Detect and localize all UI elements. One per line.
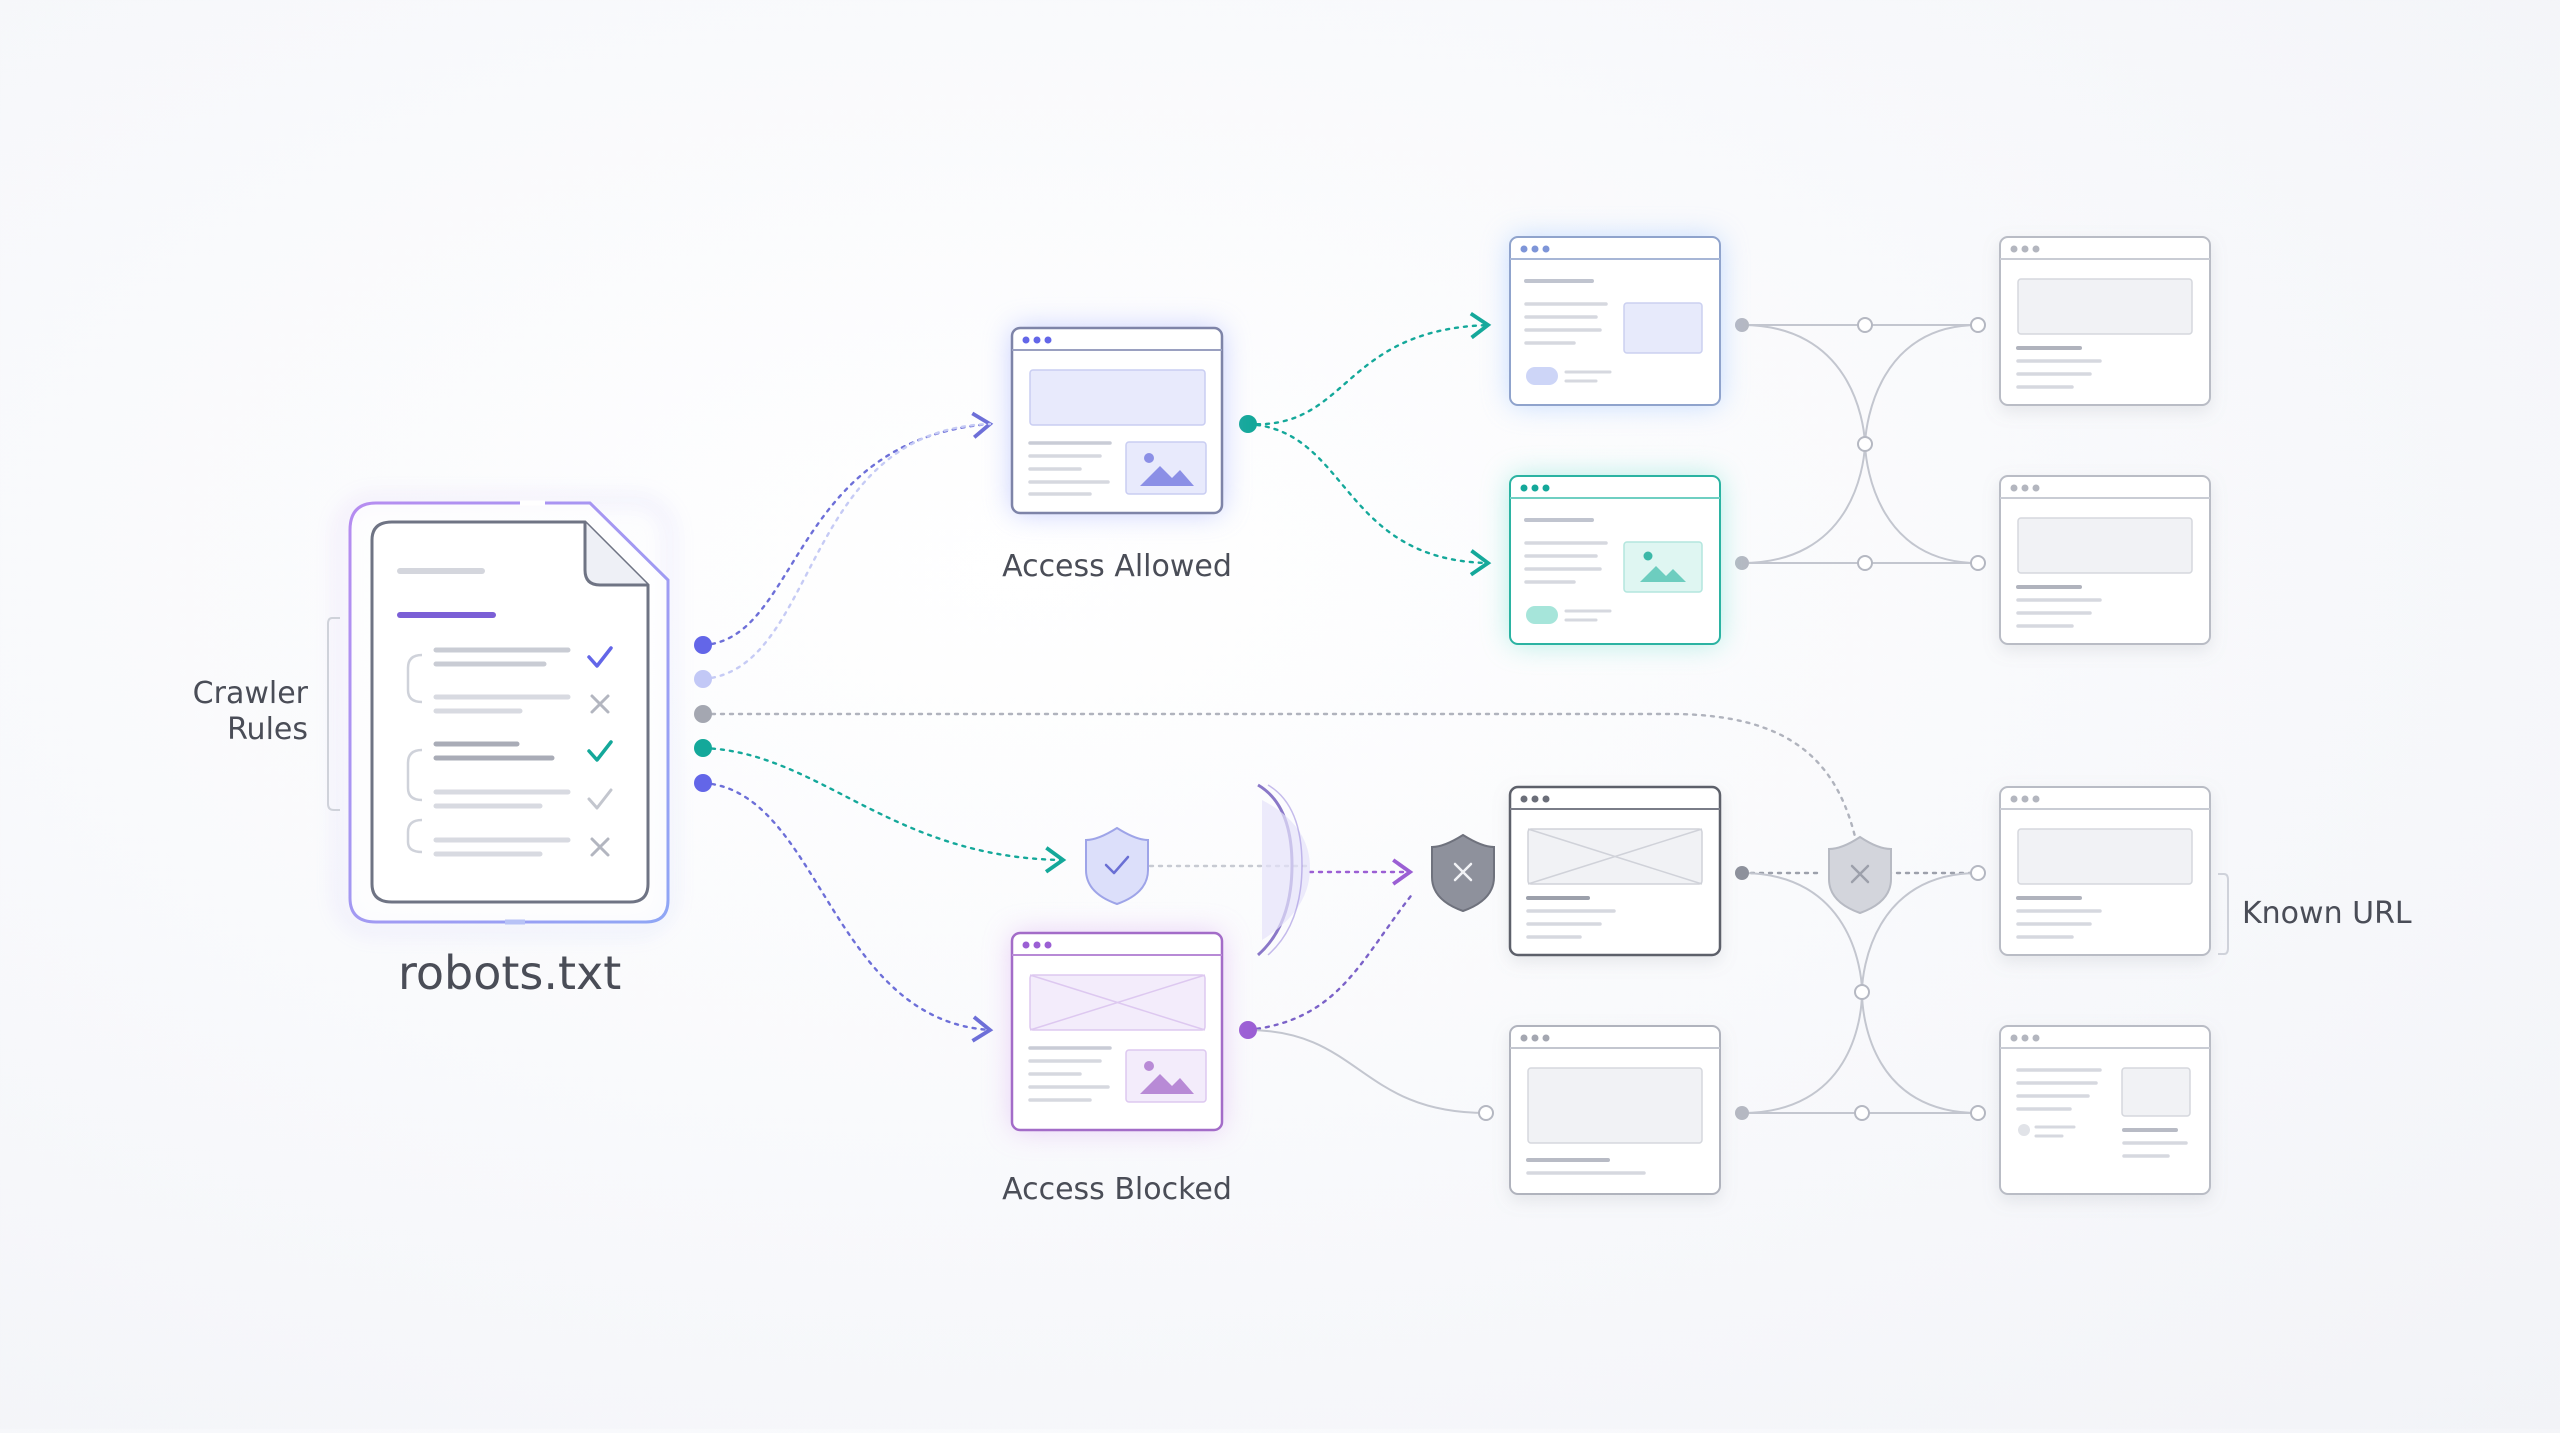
crawled-page-blue (1509, 236, 1721, 406)
rule-row-5 (406, 818, 610, 857)
rule-row-4 (433, 788, 613, 810)
crawler-rules-label-line-2: Rules (227, 712, 308, 747)
network-nodes (1478, 317, 1986, 1121)
access-allowed-label: Access Allowed (1002, 549, 1232, 584)
image-icon (1640, 551, 1686, 582)
known-page-2 (1999, 475, 2211, 645)
linked-page-lower (1509, 1025, 1721, 1195)
crawled-page-teal (1509, 475, 1721, 645)
shield-x-icon (1431, 833, 1495, 913)
check-icon (587, 646, 613, 668)
known-url-label: Known URL (2242, 896, 2412, 931)
known-url-bracket (2218, 873, 2229, 955)
check-icon (587, 788, 613, 810)
rule-row-2 (433, 694, 610, 714)
image-icon (1140, 1061, 1194, 1094)
check-icon (587, 740, 613, 762)
rule-output-dots (694, 415, 1257, 1039)
image-icon (1140, 453, 1194, 486)
known-page-1 (1999, 236, 2211, 406)
known-page-3 (1999, 786, 2211, 956)
rule-row-3 (406, 740, 613, 802)
x-icon (590, 694, 610, 714)
crawler-rules-label-line-1: Crawler (192, 676, 308, 711)
robots-txt-document (338, 498, 672, 932)
access-allowed-window (1010, 326, 1224, 515)
known-page-4 (1999, 1025, 2211, 1195)
shield-check-icon (1085, 826, 1149, 906)
crawler-rules-bracket (327, 617, 340, 811)
crawler-rules-label: Crawler Rules (160, 676, 308, 748)
rule-row-1 (406, 646, 613, 704)
blocked-to-page-connection (1247, 1029, 1487, 1114)
connections (701, 311, 1980, 1043)
blocked-page-dark (1508, 785, 1722, 957)
filter-gate (1257, 783, 1310, 957)
access-blocked-label: Access Blocked (1002, 1172, 1232, 1207)
robots-txt-label: robots.txt (398, 946, 622, 1000)
x-icon (590, 837, 610, 857)
access-blocked-window (1010, 931, 1224, 1132)
shield-x-icon (1828, 835, 1892, 915)
